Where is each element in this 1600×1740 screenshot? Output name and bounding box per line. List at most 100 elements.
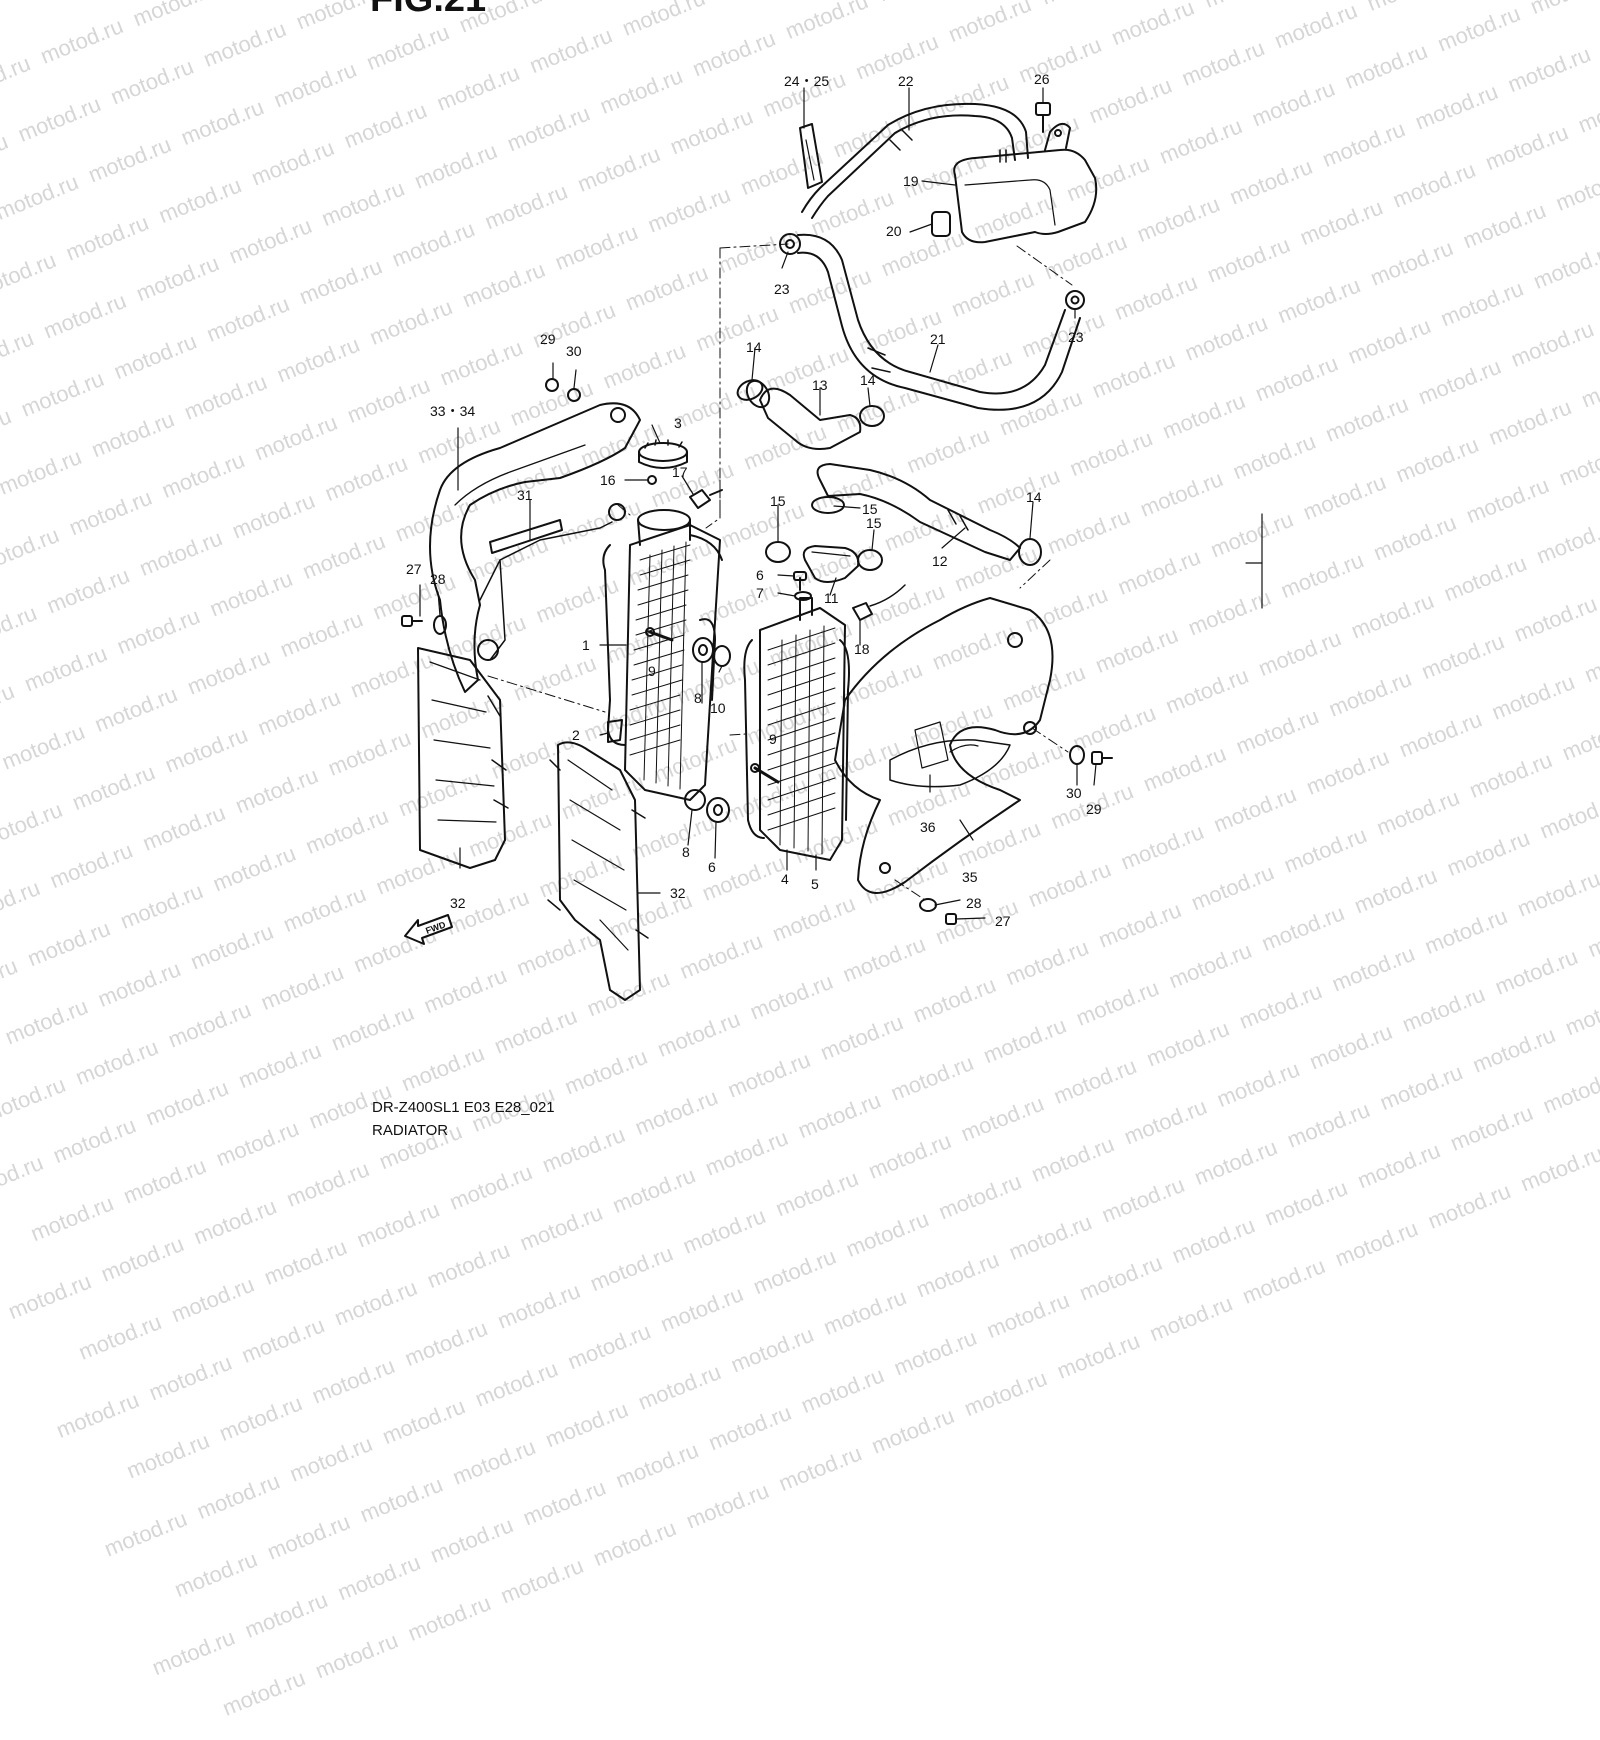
callout-15-lower: 15 bbox=[866, 515, 882, 531]
callout-9-left: 9 bbox=[648, 663, 656, 679]
watermark-text: motod.ru bbox=[238, 1312, 328, 1368]
watermark-text: motod.ru bbox=[1331, 1215, 1422, 1272]
callout-15-left: 15 bbox=[770, 493, 786, 509]
hose-clamp-15-lower bbox=[857, 549, 883, 571]
cushion-6-lower bbox=[706, 797, 730, 823]
watermark-text: motod.ru bbox=[612, 1437, 702, 1493]
callout-17: 17 bbox=[672, 464, 688, 480]
callout-8-lower: 8 bbox=[682, 844, 690, 860]
watermark-text: motod.ru bbox=[797, 1362, 888, 1418]
callout-36: 36 bbox=[920, 819, 936, 835]
radiator-filler-neck bbox=[637, 509, 723, 561]
reservoir-tank bbox=[953, 122, 1098, 244]
radiator-right-fins bbox=[767, 625, 836, 855]
decal-31 bbox=[489, 519, 563, 554]
watermark-text: motod.ru bbox=[634, 1359, 725, 1415]
callout-21: 21 bbox=[930, 331, 946, 347]
watermark-text: motod.ru bbox=[145, 1349, 236, 1406]
watermark-text: motod.ru bbox=[541, 1396, 632, 1453]
watermark-text: motod.ru bbox=[311, 1627, 402, 1684]
watermark-text: motod.ru bbox=[586, 1240, 677, 1297]
watermark-text: motod.ru bbox=[263, 1508, 354, 1565]
callout-35: 35 bbox=[962, 869, 978, 885]
overflow-hose-22 bbox=[801, 102, 1029, 219]
callout-15-upper: 15 bbox=[862, 501, 878, 517]
washer-10 bbox=[713, 645, 731, 667]
watermark-text: motod.ru bbox=[890, 1324, 981, 1381]
washer-28-right bbox=[919, 898, 937, 912]
watermark-text: motod.ru bbox=[333, 1549, 424, 1606]
watermark-text: motod.ru bbox=[589, 1515, 680, 1571]
callout-27-left: 27 bbox=[406, 561, 422, 577]
hose-clamp-15-upper bbox=[811, 496, 845, 514]
watermark-text: motod.ru bbox=[982, 1287, 1073, 1344]
callout-31: 31 bbox=[517, 487, 533, 503]
callout-29-right: 29 bbox=[1086, 801, 1102, 817]
bolt-26 bbox=[1035, 102, 1051, 133]
watermark-text: motod.ru bbox=[404, 1590, 495, 1646]
reservoir-hose-21 bbox=[797, 233, 1081, 411]
callout-13: 13 bbox=[812, 377, 828, 393]
watermark-text: motod.ru bbox=[378, 1393, 469, 1450]
callout-29-left: 29 bbox=[540, 331, 556, 347]
bolt-29-right bbox=[1091, 751, 1113, 765]
grommet-20 bbox=[931, 211, 951, 237]
hose-guide-24-25 bbox=[799, 123, 823, 189]
bolt-6-upper bbox=[793, 571, 807, 591]
callout-9-right: 9 bbox=[769, 731, 777, 747]
watermark-text: motod.ru bbox=[564, 1318, 655, 1375]
radiator-shroud-left-33-34 bbox=[429, 402, 641, 693]
watermark-text: motod.ru bbox=[867, 1402, 958, 1459]
watermark-text: motod.ru bbox=[1005, 1209, 1096, 1265]
watermark-text: motod.ru bbox=[912, 1246, 1003, 1303]
watermark-text: motod.ru bbox=[471, 1355, 562, 1412]
watermark-text: motod.ru bbox=[1146, 1290, 1236, 1347]
watermark-text: motod.ru bbox=[1168, 1212, 1259, 1269]
watermark-text: motod.ru bbox=[819, 1284, 910, 1340]
hose-clamp-14-right bbox=[1018, 538, 1042, 566]
phantom-assembly-lines bbox=[487, 243, 1073, 901]
fitting-17 bbox=[689, 489, 723, 509]
watermark-text: motod.ru bbox=[241, 1587, 332, 1643]
watermark-text: motod.ru bbox=[308, 1352, 399, 1409]
washer-30-right bbox=[1069, 745, 1085, 765]
callout-27-right: 27 bbox=[995, 913, 1011, 929]
watermark-text: motod.ru bbox=[516, 1199, 607, 1256]
watermark-text: motod.ru bbox=[100, 1505, 191, 1562]
cushion-8-upper bbox=[692, 637, 714, 663]
watermark-text: motod.ru bbox=[190, 1193, 280, 1250]
callout-20: 20 bbox=[886, 223, 902, 239]
reference-marks bbox=[1245, 513, 1263, 609]
watermark-text: motod.ru bbox=[749, 1243, 840, 1300]
watermark-text: motod.ru bbox=[1238, 1253, 1329, 1309]
clamp-23-right bbox=[1065, 290, 1085, 310]
watermark-text: motod.ru bbox=[167, 1271, 258, 1328]
callout-14-right: 14 bbox=[1026, 489, 1042, 505]
callout-11: 11 bbox=[824, 590, 839, 606]
callout-2: 2 bbox=[572, 727, 580, 743]
bolt-29-left bbox=[545, 378, 559, 392]
radiator-left bbox=[602, 524, 721, 801]
watermark-text: motod.ru bbox=[97, 1230, 188, 1287]
watermark-text: motod.ru bbox=[497, 1552, 587, 1609]
callout-12: 12 bbox=[932, 553, 948, 569]
callout-8-upper: 8 bbox=[694, 690, 702, 706]
watermark-text: motod.ru bbox=[1053, 1327, 1144, 1384]
watermark-text: motod.ru bbox=[286, 1430, 376, 1487]
hose-clamp-15-left bbox=[765, 541, 791, 563]
callout-30-right: 30 bbox=[1066, 785, 1082, 801]
bracket-2 bbox=[607, 719, 623, 743]
callout-18: 18 bbox=[854, 641, 870, 657]
watermark-text: motod.ru bbox=[426, 1512, 517, 1568]
collar-9-right bbox=[750, 763, 780, 784]
radiator-hose-13 bbox=[745, 379, 862, 450]
diagram-code: DR-Z400SL1 E03 E28_021 bbox=[372, 1099, 555, 1116]
watermark-text: motod.ru bbox=[682, 1477, 773, 1534]
temperature-sensor-18 bbox=[852, 584, 906, 621]
callout-10: 10 bbox=[710, 700, 726, 716]
watermark-text: motod.ru bbox=[423, 1237, 514, 1293]
radiator-right bbox=[743, 597, 850, 861]
watermark-text: motod.ru bbox=[122, 1427, 213, 1484]
watermark-text: motod.ru bbox=[260, 1234, 351, 1290]
